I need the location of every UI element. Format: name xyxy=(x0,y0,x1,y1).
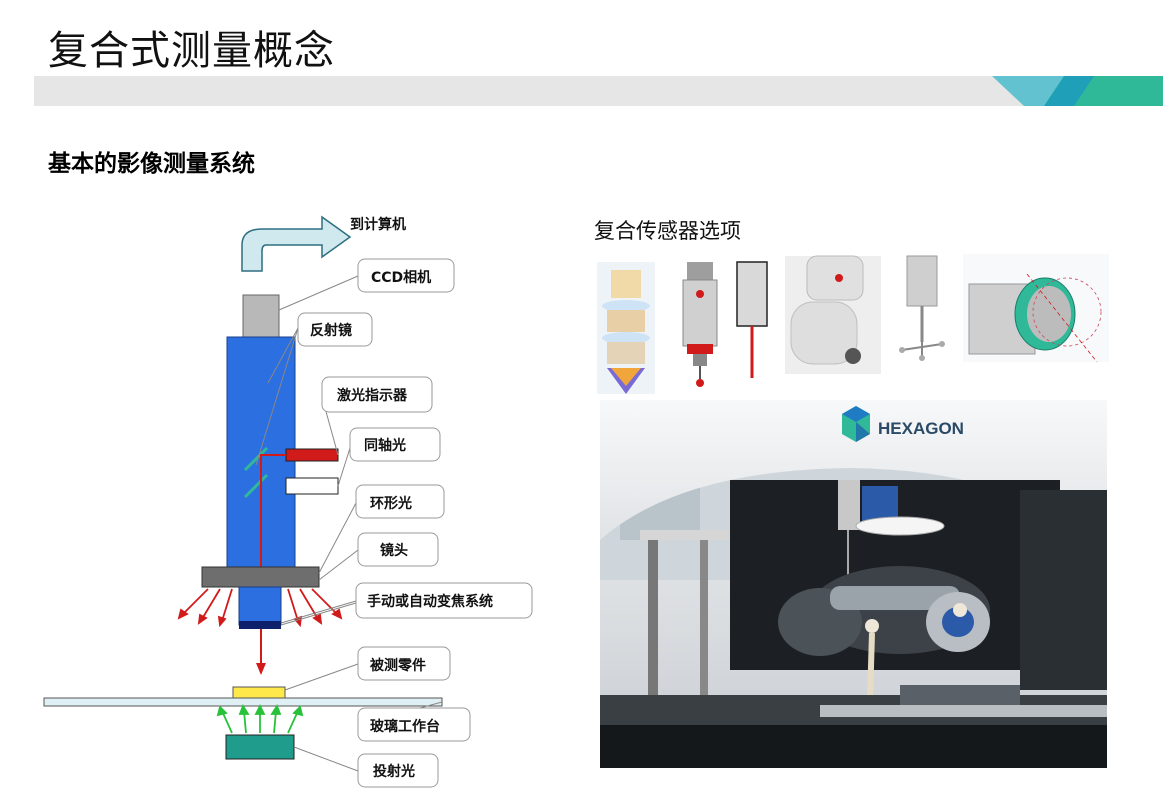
measured-part xyxy=(232,686,286,699)
star-stylus-image xyxy=(897,255,947,368)
callout-measured-part: 被测零件 xyxy=(357,646,451,681)
callout-coaxial-light: 同轴光 xyxy=(349,427,441,462)
callout-zoom-system: 手动或自动变焦系统 xyxy=(355,582,533,619)
callout-transmitted-light: 投射光 xyxy=(357,753,439,788)
svg-text:CCD相机: CCD相机 xyxy=(371,269,431,286)
svg-text:激光指示器: 激光指示器 xyxy=(337,387,408,404)
ring-light-plate xyxy=(201,566,320,588)
callout-mirror: 反射镜 xyxy=(297,312,373,347)
svg-text:反射镜: 反射镜 xyxy=(310,322,352,339)
svg-text:投射光: 投射光 xyxy=(373,763,415,780)
laser-arrowhead xyxy=(256,663,266,675)
page-title: 复合式测量概念 xyxy=(48,28,335,74)
vision-system-diagram: 到计算机 xyxy=(43,215,533,788)
sensor-options-strip xyxy=(597,254,1109,394)
coaxial-light xyxy=(285,477,339,495)
title-bar xyxy=(34,76,1163,106)
ccd-camera xyxy=(242,294,280,338)
svg-text:被测零件: 被测零件 xyxy=(370,657,426,674)
callout-ring-light: 环形光 xyxy=(355,484,445,519)
svg-text:手动或自动变焦系统: 手动或自动变焦系统 xyxy=(367,593,493,610)
callout-ccd-camera: CCD相机 xyxy=(357,258,455,293)
to-computer-label: 到计算机 xyxy=(350,216,406,233)
ring-light-rays xyxy=(177,588,343,628)
probe-head-image xyxy=(785,255,881,374)
touch-probe-image xyxy=(667,262,733,394)
laser-pointer xyxy=(285,448,339,462)
arrow-to-computer-icon xyxy=(241,215,352,272)
hexagon-machine-photo: HEXAGON xyxy=(600,400,1107,768)
chromatic-sensor-image xyxy=(597,262,655,394)
brand-name: HEXAGON xyxy=(878,419,964,438)
transmitted-light-rays xyxy=(216,703,304,734)
callout-glass-table: 玻璃工作台 xyxy=(357,707,471,742)
zoom-ring xyxy=(239,621,281,629)
transmitted-light-source xyxy=(225,734,295,760)
svg-text:镜头: 镜头 xyxy=(380,542,408,559)
svg-text:同轴光: 同轴光 xyxy=(364,437,406,454)
callout-laser-pointer: 激光指示器 xyxy=(321,376,433,413)
rotary-sensor-image xyxy=(963,254,1109,363)
callout-lens: 镜头 xyxy=(357,532,439,567)
svg-text:环形光: 环形光 xyxy=(370,495,412,512)
section-subtitle: 基本的影像测量系统 xyxy=(48,151,255,177)
mirror-2 xyxy=(243,473,269,499)
mirror-1 xyxy=(243,446,269,472)
svg-text:玻璃工作台: 玻璃工作台 xyxy=(370,718,440,735)
sensors-label: 复合传感器选项 xyxy=(594,219,741,243)
lens xyxy=(238,586,282,626)
